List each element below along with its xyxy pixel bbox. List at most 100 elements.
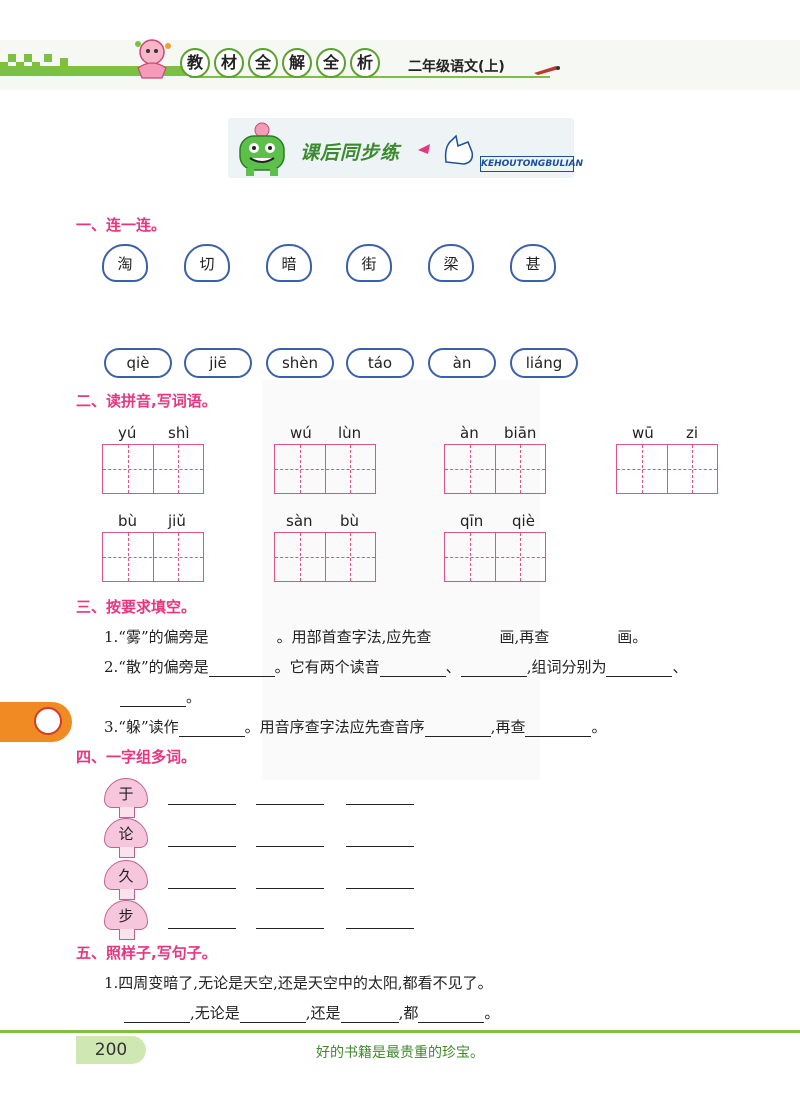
footer-motto: 好的书籍是最贵重的珍宝。	[316, 1045, 484, 1061]
answer-blank[interactable]	[460, 660, 527, 677]
answer-blank[interactable]	[525, 720, 592, 737]
question-text: 、	[445, 658, 461, 676]
pinyin-shell[interactable]: liáng	[510, 348, 578, 378]
answer-blank[interactable]	[346, 804, 414, 805]
banner-subtitle: KEHOUTONGBULIAN	[480, 156, 583, 172]
pinyin-label: biān	[504, 424, 537, 442]
hanzi-shell[interactable]: 梁	[428, 244, 474, 282]
answer-blank[interactable]	[239, 1006, 306, 1023]
writing-grid[interactable]	[444, 532, 546, 582]
question-text: 画。	[617, 628, 648, 646]
answer-blank[interactable]	[168, 888, 236, 889]
answer-blank[interactable]	[256, 888, 324, 889]
pinyin-shell[interactable]: àn	[428, 348, 496, 378]
mushroom-char: 久	[104, 860, 148, 900]
header-subtitle: 二年级语文(上)	[408, 59, 505, 75]
question-line: 1.“雾”的偏旁是 。用部首查字法,应先查 画,再查 画。	[104, 626, 647, 647]
answer-blank[interactable]	[606, 660, 673, 677]
cartoon-face-icon	[34, 707, 62, 735]
template-text: ,都	[398, 1004, 419, 1022]
hanzi-shell[interactable]: 街	[346, 244, 392, 282]
question-text: 画,再查	[499, 628, 550, 646]
question-text: 。	[186, 688, 202, 706]
hanzi-shell[interactable]: 甚	[510, 244, 556, 282]
answer-blank[interactable]	[124, 1006, 190, 1023]
pinyin-label: qiè	[512, 512, 535, 530]
question-text: 。	[591, 718, 607, 736]
question-text: 3.“躲”读作	[104, 718, 179, 736]
hand-pointer-icon	[416, 132, 480, 172]
writing-grid[interactable]	[274, 444, 376, 494]
answer-blank[interactable]	[178, 720, 245, 737]
hanzi-shell[interactable]: 切	[184, 244, 230, 282]
pinyin-label: bù	[118, 512, 138, 530]
header-band	[0, 40, 800, 90]
header-mascot-icon	[128, 38, 176, 80]
section-banner	[228, 118, 574, 178]
answer-blank[interactable]	[256, 804, 324, 805]
writing-grid[interactable]	[444, 444, 546, 494]
sentence-template: ,无论是,还是,都。	[124, 1002, 499, 1023]
question-text: 1.“雾”的偏旁是	[104, 628, 209, 646]
pinyin-label: zi	[686, 424, 699, 442]
mushroom-char: 于	[104, 778, 148, 818]
hanzi-shell[interactable]: 暗	[266, 244, 312, 282]
pinyin-label: sàn	[286, 512, 313, 530]
section-heading: 一、连一连。	[76, 216, 167, 234]
question-text: 。用部首查字法,应先查	[276, 628, 432, 646]
answer-blank[interactable]	[256, 846, 324, 847]
template-text: ,还是	[305, 1004, 341, 1022]
answer-blank[interactable]	[346, 888, 414, 889]
monster-mascot-icon	[232, 120, 292, 182]
section-heading: 五、照样子,写句子。	[76, 944, 217, 962]
answer-blank[interactable]	[168, 928, 236, 929]
pinyin-shell[interactable]: qiè	[104, 348, 172, 378]
pinyin-label: àn	[460, 424, 479, 442]
pencil-icon	[532, 62, 562, 81]
answer-blank[interactable]	[340, 1006, 399, 1023]
answer-blank[interactable]	[379, 660, 446, 677]
writing-grid[interactable]	[616, 444, 718, 494]
hanzi-shell[interactable]: 淘	[102, 244, 148, 282]
header-title-char: 材	[214, 48, 244, 78]
answer-blank[interactable]	[168, 846, 236, 847]
header-title-char: 全	[248, 48, 278, 78]
writing-grid[interactable]	[274, 532, 376, 582]
pinyin-shell[interactable]: táo	[346, 348, 414, 378]
question-text: 、	[672, 658, 688, 676]
answer-blank[interactable]	[120, 690, 186, 707]
footer-rule	[0, 1030, 800, 1033]
answer-blank[interactable]	[346, 928, 414, 929]
pinyin-label: bù	[340, 512, 360, 530]
pinyin-label: shì	[168, 424, 190, 442]
pinyin-shell[interactable]: jiē	[184, 348, 252, 378]
header-title-char: 教	[180, 48, 210, 78]
pinyin-label: wú	[290, 424, 312, 442]
question-text: ,再查	[490, 718, 526, 736]
section-heading: 四、一字组多词。	[76, 748, 197, 766]
question-text: 。用音序查字法应先查音序	[244, 718, 425, 736]
header-green-bar	[0, 66, 190, 76]
answer-blank[interactable]	[346, 846, 414, 847]
template-text: ,无论是	[190, 1004, 240, 1022]
pinyin-label: jiǔ	[168, 512, 186, 530]
question-text: 。它有两个读音	[274, 658, 380, 676]
mushroom-char: 论	[104, 818, 148, 858]
question-line: 2.“散”的偏旁是 。它有两个读音 、 ,组词分别为 、	[104, 656, 687, 677]
page-number: 200	[76, 1036, 146, 1064]
answer-blank[interactable]	[256, 928, 324, 929]
question-line: 。	[120, 686, 201, 707]
question-text: 2.“散”的偏旁是	[104, 658, 209, 676]
writing-grid[interactable]	[102, 444, 204, 494]
answer-blank[interactable]	[168, 804, 236, 805]
pinyin-label: wū	[632, 424, 654, 442]
question-line: 3.“躲”读作 。用音序查字法应先查音序 ,再查 。	[104, 716, 606, 737]
answer-blank[interactable]	[424, 720, 491, 737]
pinyin-shell[interactable]: shèn	[266, 348, 334, 378]
answer-blank[interactable]	[208, 660, 275, 677]
question-text: ,组词分别为	[526, 658, 607, 676]
answer-blank[interactable]	[418, 1006, 485, 1023]
example-sentence: 1.四周变暗了,无论是天空,还是天空中的太阳,都看不见了。	[104, 974, 493, 992]
pinyin-label: qīn	[460, 512, 484, 530]
writing-grid[interactable]	[102, 532, 204, 582]
